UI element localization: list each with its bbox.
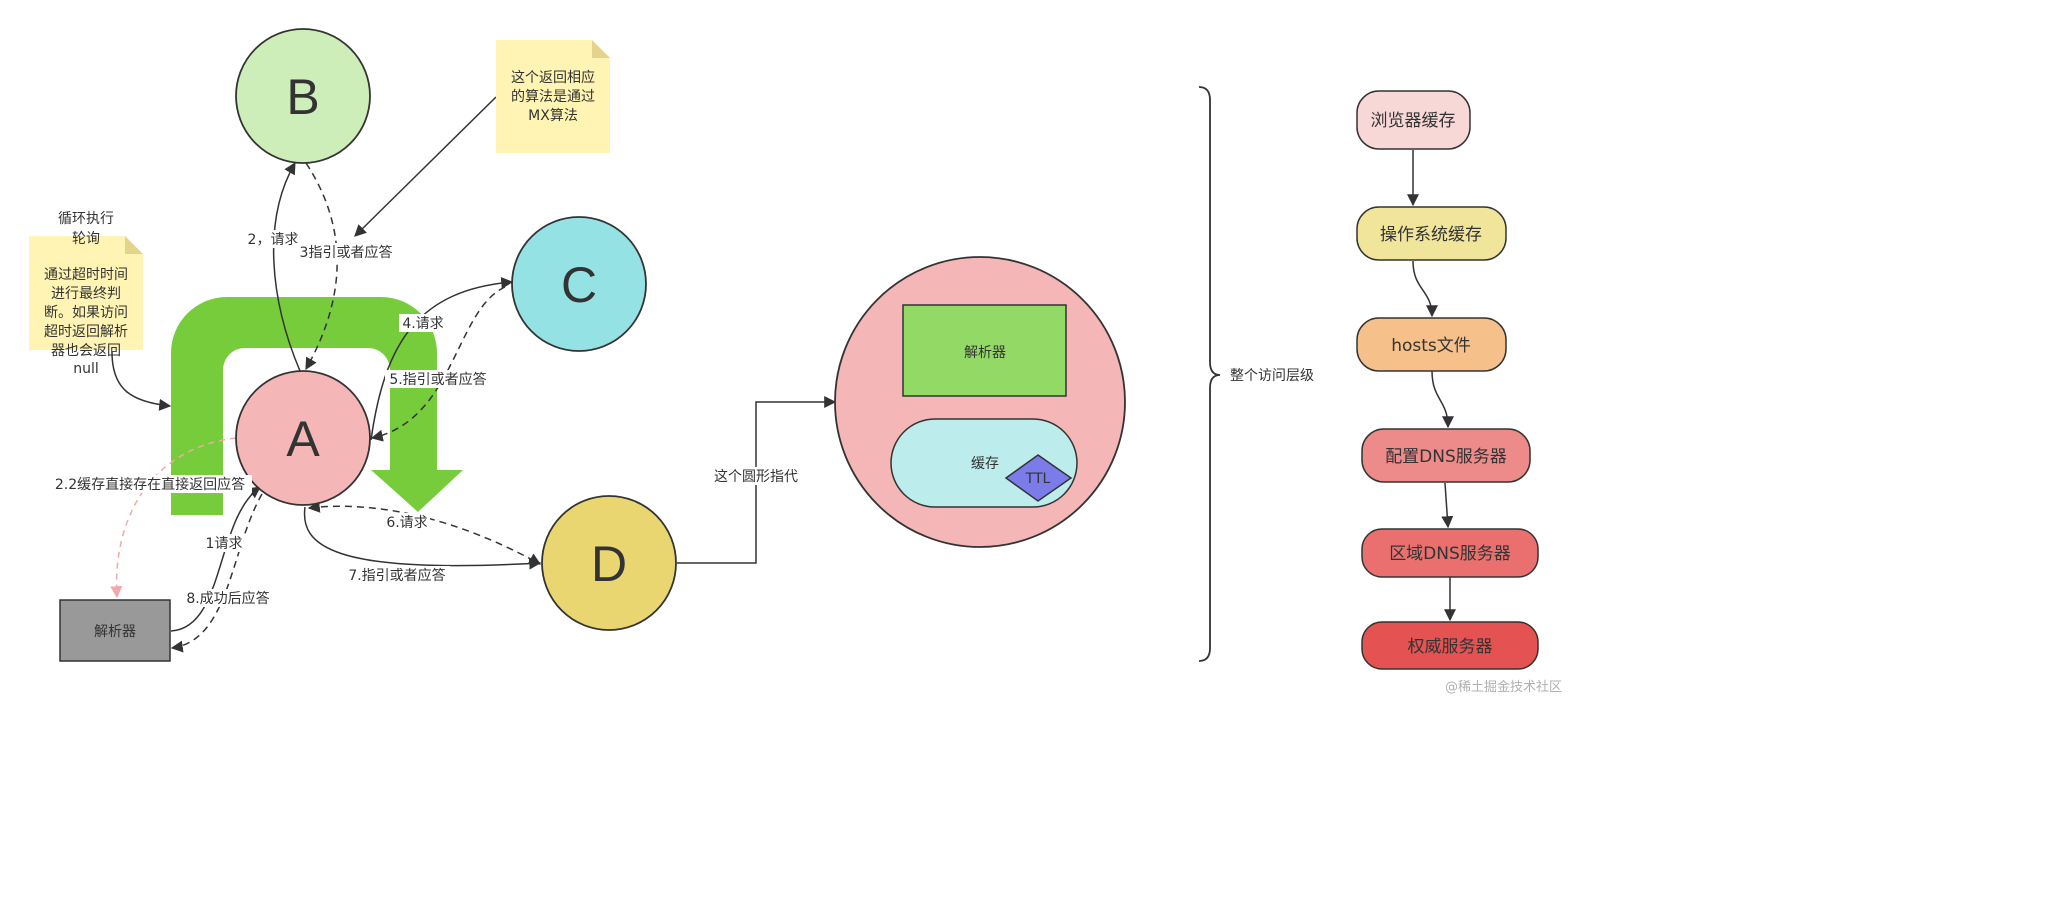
hierarchy-config-dns: 配置DNS服务器 bbox=[1361, 428, 1531, 483]
node-b: B bbox=[235, 28, 371, 164]
svg-text:浏览器缓存: 浏览器缓存 bbox=[1371, 111, 1456, 131]
hierarchy-brace bbox=[1198, 86, 1221, 662]
edge-7-answer bbox=[303, 506, 542, 570]
svg-text:这个圆形指代: 这个圆形指代 bbox=[714, 468, 798, 485]
edge-8-answer bbox=[170, 493, 263, 653]
green-uturn-arrow bbox=[171, 297, 463, 515]
hierarchy-zone-dns: 区域DNS服务器 bbox=[1361, 528, 1539, 578]
edge-3-answer bbox=[305, 162, 338, 371]
svg-text:操作系统缓存: 操作系统缓存 bbox=[1380, 225, 1482, 245]
svg-text:超时返回解析: 超时返回解析 bbox=[44, 324, 128, 340]
edge-1-request bbox=[170, 486, 261, 632]
edge-label-7: 7.指引或者应答 bbox=[344, 566, 450, 584]
edge-5-answer bbox=[370, 286, 506, 442]
svg-text:解析器: 解析器 bbox=[964, 345, 1006, 361]
edge-label-3: 3指引或者应答 bbox=[296, 243, 396, 261]
svg-text:7.指引或者应答: 7.指引或者应答 bbox=[348, 567, 445, 584]
edge-mx-note bbox=[354, 96, 497, 237]
hierarchy-os-cache: 操作系统缓存 bbox=[1356, 206, 1507, 261]
loop-label-1: 循环执行 bbox=[58, 211, 114, 227]
svg-text:4.请求: 4.请求 bbox=[402, 316, 443, 332]
svg-text:通过超时时间: 通过超时时间 bbox=[44, 267, 128, 283]
hier-edge-4 bbox=[1441, 482, 1454, 529]
svg-text:hosts文件: hosts文件 bbox=[1391, 336, 1471, 356]
note-mx: 这个返回相应 的算法是通过 MX算法 bbox=[496, 40, 610, 153]
note-timeout: 通过超时时间 进行最终判 断。如果访问 超时返回解析 器也会返回 null bbox=[29, 236, 143, 377]
svg-text:区域DNS服务器: 区域DNS服务器 bbox=[1389, 544, 1511, 564]
hierarchy-hosts-file: hosts文件 bbox=[1356, 317, 1507, 372]
edge-label-8: 8.成功后应答 bbox=[182, 589, 274, 607]
edge-label-4: 4.请求 bbox=[399, 314, 447, 332]
svg-text:进行最终判: 进行最终判 bbox=[51, 286, 121, 302]
edge-label-1: 1请求 bbox=[202, 534, 246, 552]
svg-text:权威服务器: 权威服务器 bbox=[1408, 637, 1493, 657]
watermark: @稀土掘金技术社区 bbox=[1445, 679, 1562, 695]
edge-label-2: 2，请求 bbox=[244, 230, 302, 248]
edge-label-22: 2.2缓存直接存在直接返回应答 bbox=[49, 475, 252, 493]
svg-text:1请求: 1请求 bbox=[206, 536, 243, 552]
resolver-box: 解析器 bbox=[59, 599, 171, 662]
svg-text:5.指引或者应答: 5.指引或者应答 bbox=[389, 371, 486, 388]
hierarchy-authoritative: 权威服务器 bbox=[1361, 621, 1539, 670]
edge-label-6: 6.请求 bbox=[384, 513, 430, 531]
hier-edge-3 bbox=[1431, 370, 1454, 429]
svg-text:2.2缓存直接存在直接返回应答: 2.2缓存直接存在直接返回应答 bbox=[55, 476, 245, 493]
dns-diagram: B C A D 解析器 这个返回相应 的算法是通过 MX算法 通过超时时间 进行… bbox=[29, 28, 1562, 695]
edge-label-5: 5.指引或者应答 bbox=[385, 370, 491, 388]
svg-text:TTL: TTL bbox=[1025, 471, 1051, 487]
svg-text:D: D bbox=[591, 536, 627, 592]
svg-text:3指引或者应答: 3指引或者应答 bbox=[300, 244, 393, 261]
node-a: A bbox=[235, 370, 371, 506]
svg-text:的算法是通过: 的算法是通过 bbox=[511, 89, 595, 105]
svg-text:8.成功后应答: 8.成功后应答 bbox=[186, 590, 269, 607]
svg-text:这个返回相应: 这个返回相应 bbox=[511, 69, 595, 86]
ttl-diamond: TTL bbox=[1004, 454, 1073, 502]
hierarchy-browser-cache: 浏览器缓存 bbox=[1356, 90, 1471, 150]
brace-label: 整个访问层级 bbox=[1230, 368, 1314, 384]
svg-text:2，请求: 2，请求 bbox=[248, 232, 299, 248]
edge-loop bbox=[111, 351, 172, 411]
node-d: D bbox=[541, 495, 677, 631]
edge-label-d-link: 这个圆形指代 bbox=[708, 467, 804, 485]
svg-text:缓存: 缓存 bbox=[971, 456, 999, 472]
svg-text:断。如果访问: 断。如果访问 bbox=[44, 305, 128, 321]
svg-text:C: C bbox=[561, 257, 597, 313]
svg-text:6.请求: 6.请求 bbox=[386, 515, 427, 531]
svg-text:解析器: 解析器 bbox=[94, 624, 136, 640]
zoom-parser-box: 解析器 bbox=[902, 304, 1067, 397]
svg-text:B: B bbox=[286, 69, 319, 125]
node-c: C bbox=[511, 216, 647, 352]
loop-label-2: 轮询 bbox=[72, 231, 100, 247]
svg-text:null: null bbox=[73, 361, 99, 377]
svg-text:配置DNS服务器: 配置DNS服务器 bbox=[1385, 447, 1507, 467]
svg-text:A: A bbox=[286, 411, 320, 467]
edge-2-request bbox=[272, 161, 301, 372]
hier-edge-2 bbox=[1412, 260, 1438, 318]
svg-text:MX算法: MX算法 bbox=[528, 108, 578, 124]
svg-text:器也会返回: 器也会返回 bbox=[51, 343, 121, 359]
